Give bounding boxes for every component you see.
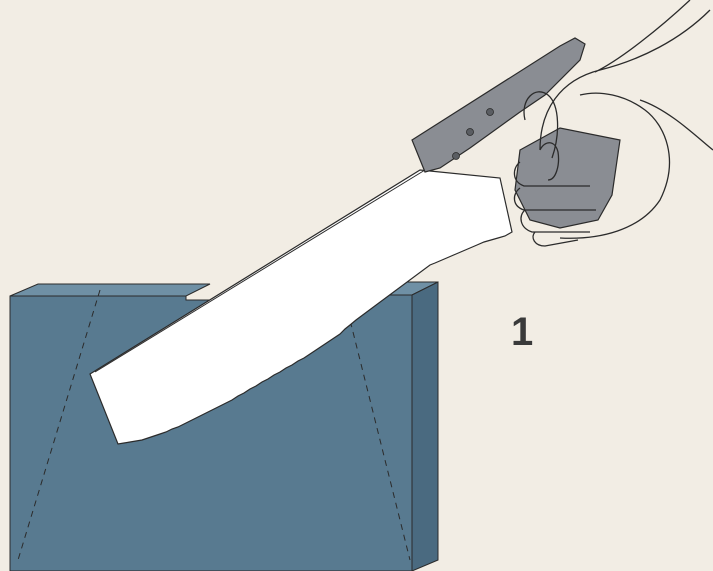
workpiece-side-face bbox=[412, 282, 438, 571]
saw-handle-grip bbox=[515, 128, 620, 228]
workpiece-top-face bbox=[10, 284, 210, 296]
saw-rivet-1 bbox=[453, 153, 460, 160]
saw-rivet-3 bbox=[487, 109, 494, 116]
saw-rivet-2 bbox=[467, 129, 474, 136]
step-number-label: 1 bbox=[511, 312, 533, 352]
